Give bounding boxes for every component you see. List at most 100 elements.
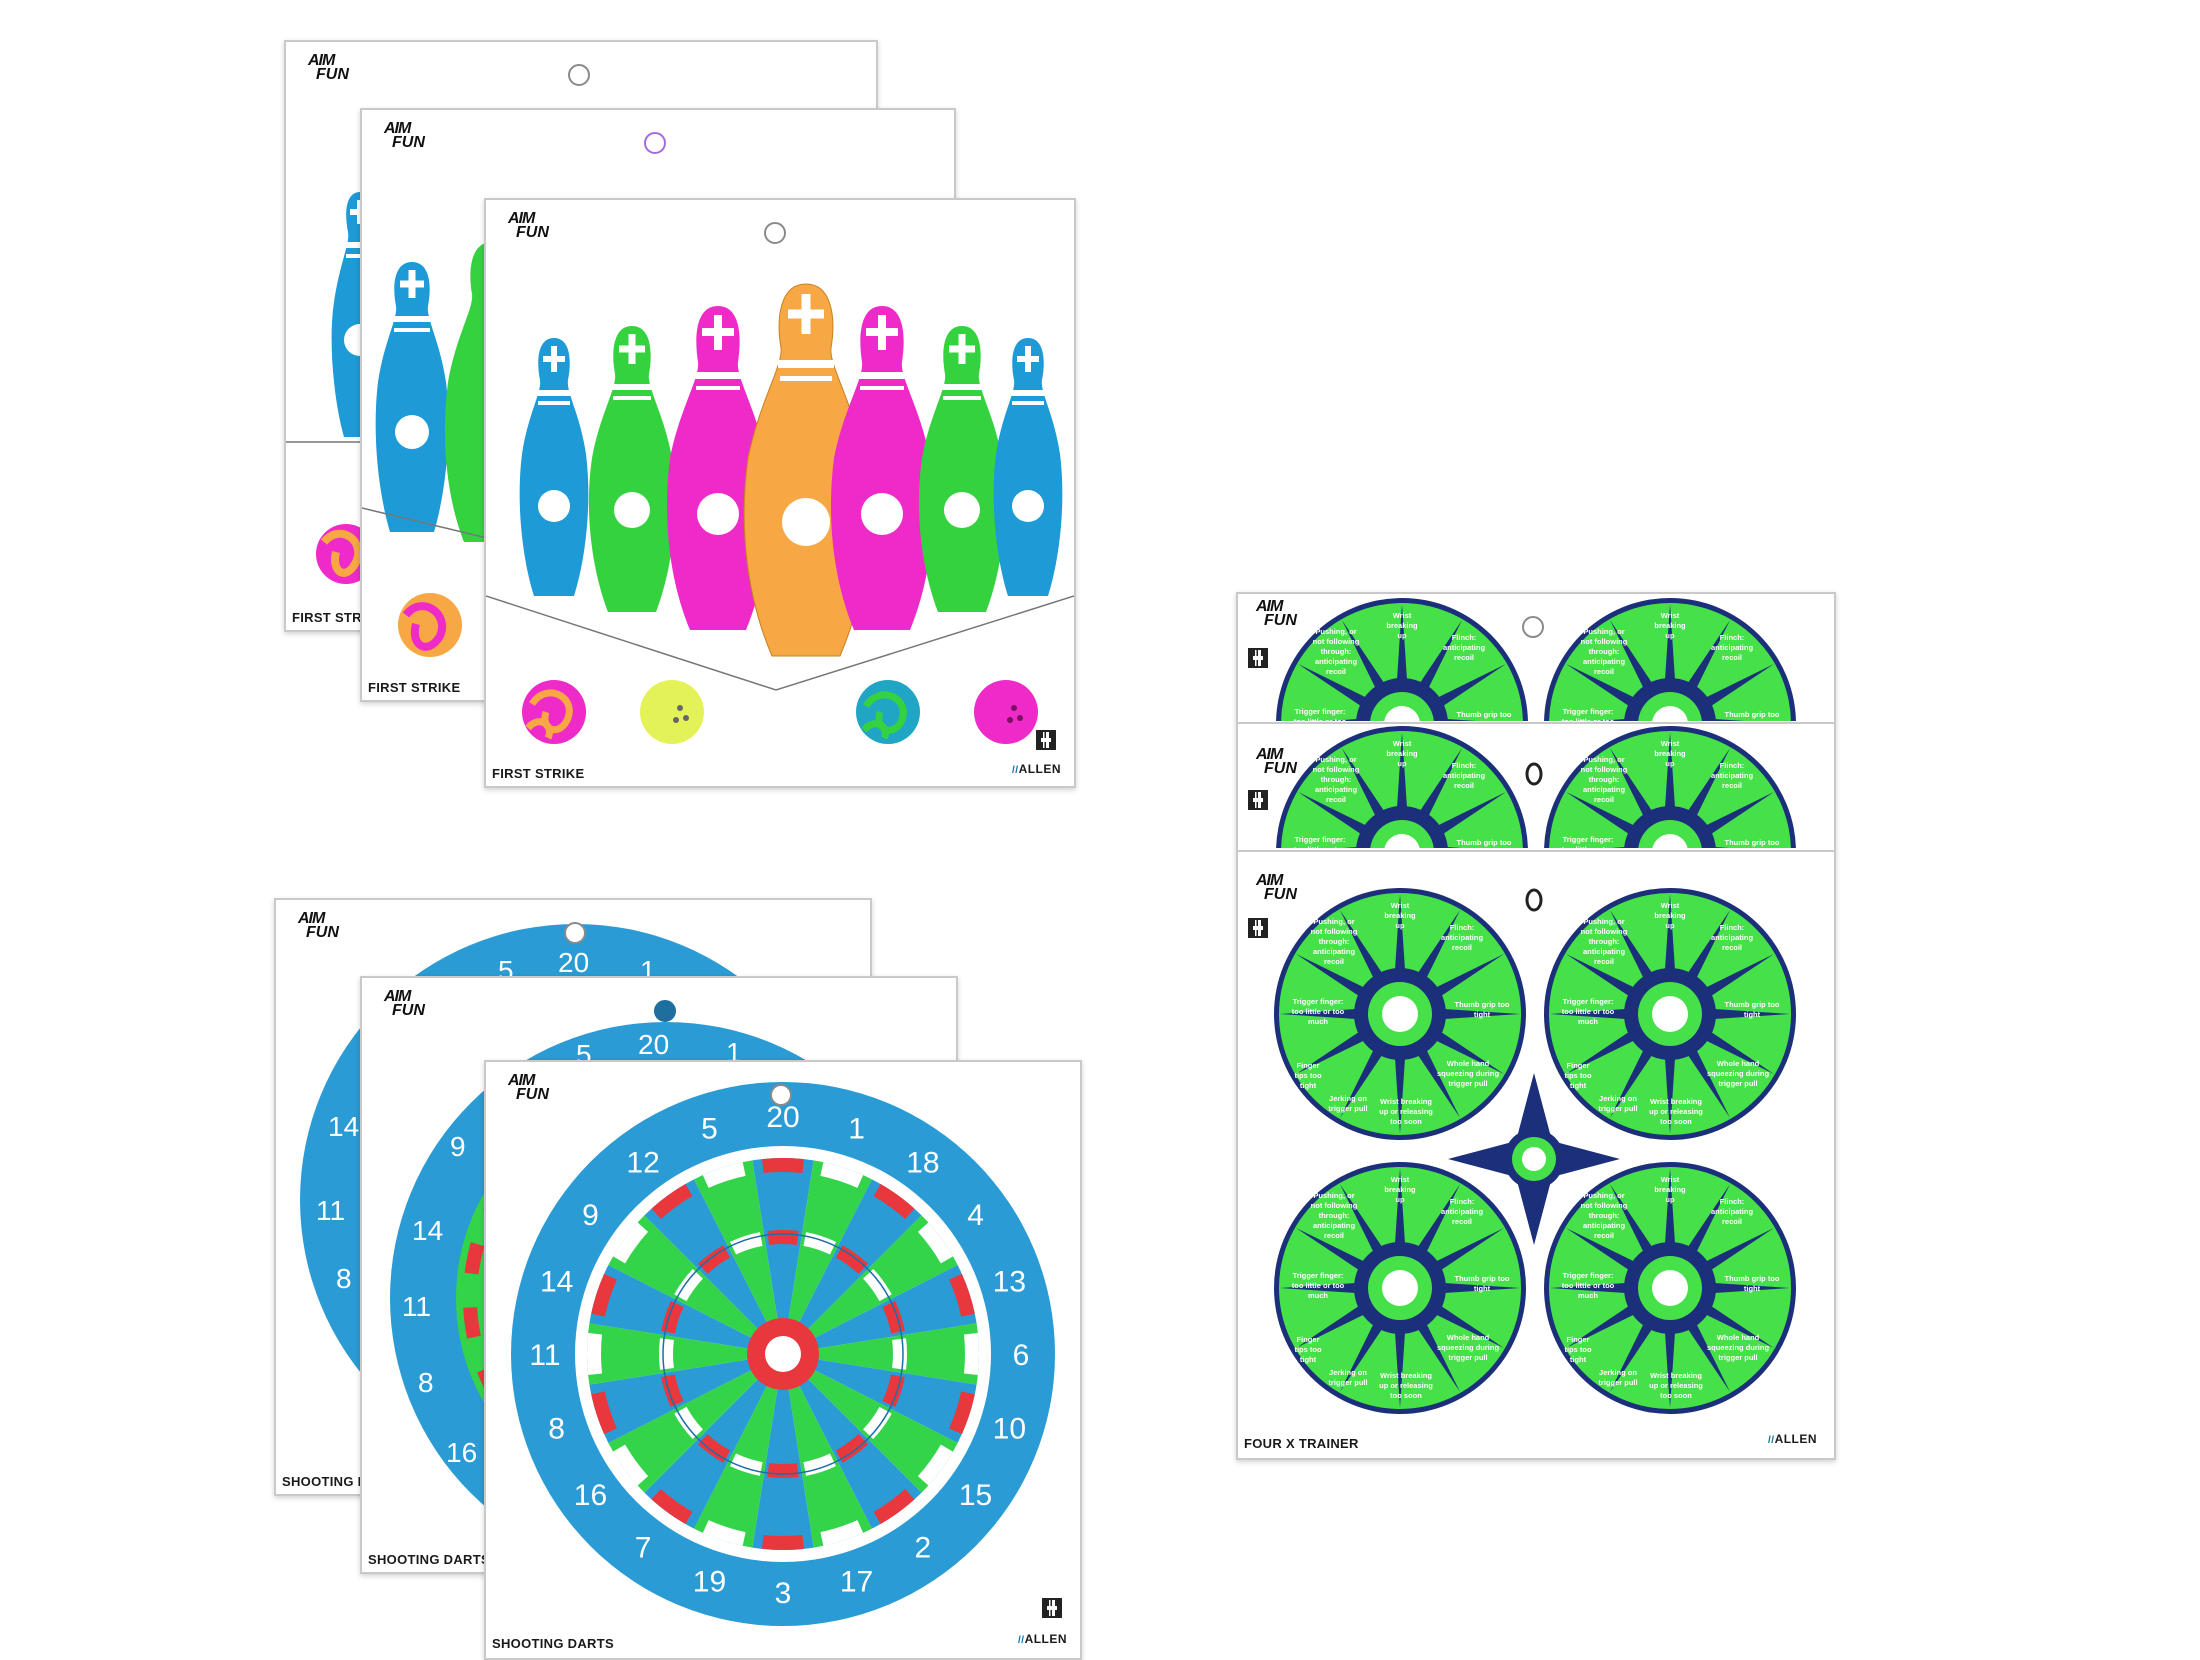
center-compass-star <box>1448 1073 1620 1245</box>
dart-number: 13 <box>993 1265 1026 1298</box>
hanging-hole <box>568 64 590 86</box>
qr-code <box>1248 648 1268 668</box>
double-ring-segment <box>873 1488 915 1524</box>
dart-number: 14 <box>540 1265 573 1298</box>
allen-logo: //ALLEN <box>1012 762 1062 776</box>
double-ring-segment <box>651 1488 693 1524</box>
target-title: SHOOTING DARTS <box>492 1636 614 1651</box>
double-ring-segment <box>591 1273 617 1317</box>
dart-number: 10 <box>993 1413 1026 1446</box>
allen-logo: //ALLEN <box>1768 1432 1818 1446</box>
treble-ring-segment <box>697 1434 731 1463</box>
treble-ring-segment <box>697 1245 731 1274</box>
dart-number: 7 <box>635 1532 652 1565</box>
bowling-ball-swirl-teal <box>856 680 920 744</box>
double-ring-segment <box>949 1273 975 1317</box>
target-title: FIRST STRIKE <box>492 766 585 781</box>
double-ring-segment <box>949 1391 975 1435</box>
treble-ring-segment <box>892 1338 907 1370</box>
dart-number: 3 <box>775 1577 792 1610</box>
dart-number: 14 <box>412 1215 443 1246</box>
bowling-pin-left-pink <box>666 306 770 630</box>
double-ring-segment <box>917 1444 953 1486</box>
double-ring-segment <box>873 1184 915 1220</box>
dart-number: 9 <box>582 1199 599 1232</box>
dart-number: 12 <box>626 1146 659 1179</box>
dart-number: 8 <box>548 1413 565 1446</box>
dart-number: 20 <box>766 1101 799 1134</box>
dart-number: 1 <box>848 1113 865 1146</box>
target-title: SHOOTING DARTS <box>368 1552 490 1567</box>
sheet-marker <box>1525 762 1543 786</box>
double-ring-segment <box>762 1158 804 1174</box>
target-title: FIRST STRIKE <box>368 680 461 695</box>
dart-number: 20 <box>638 1029 669 1060</box>
dart-number: 11 <box>402 1291 431 1322</box>
hanging-hole <box>654 1000 676 1022</box>
double-ring-segment <box>963 1333 979 1375</box>
dart-number: 5 <box>701 1113 718 1146</box>
bowling-pin-far-right <box>993 338 1063 596</box>
hanging-hole <box>764 222 786 244</box>
bowling-pin-right-pink <box>830 306 934 630</box>
treble-ring-segment <box>863 1268 892 1302</box>
allen-logo: //ALLEN <box>1018 1632 1068 1646</box>
dart-number: 18 <box>906 1146 939 1179</box>
double-ring-segment <box>820 1162 864 1188</box>
double-ring-segment <box>820 1520 864 1546</box>
treble-ring-segment <box>674 1406 703 1440</box>
dart-number: 17 <box>840 1565 873 1598</box>
treble-ring-segment <box>863 1406 892 1440</box>
dartboard-bullseye <box>765 1336 801 1372</box>
qr-code <box>1248 918 1268 938</box>
treble-ring-segment <box>767 1463 799 1478</box>
qr-code <box>1036 730 1056 750</box>
